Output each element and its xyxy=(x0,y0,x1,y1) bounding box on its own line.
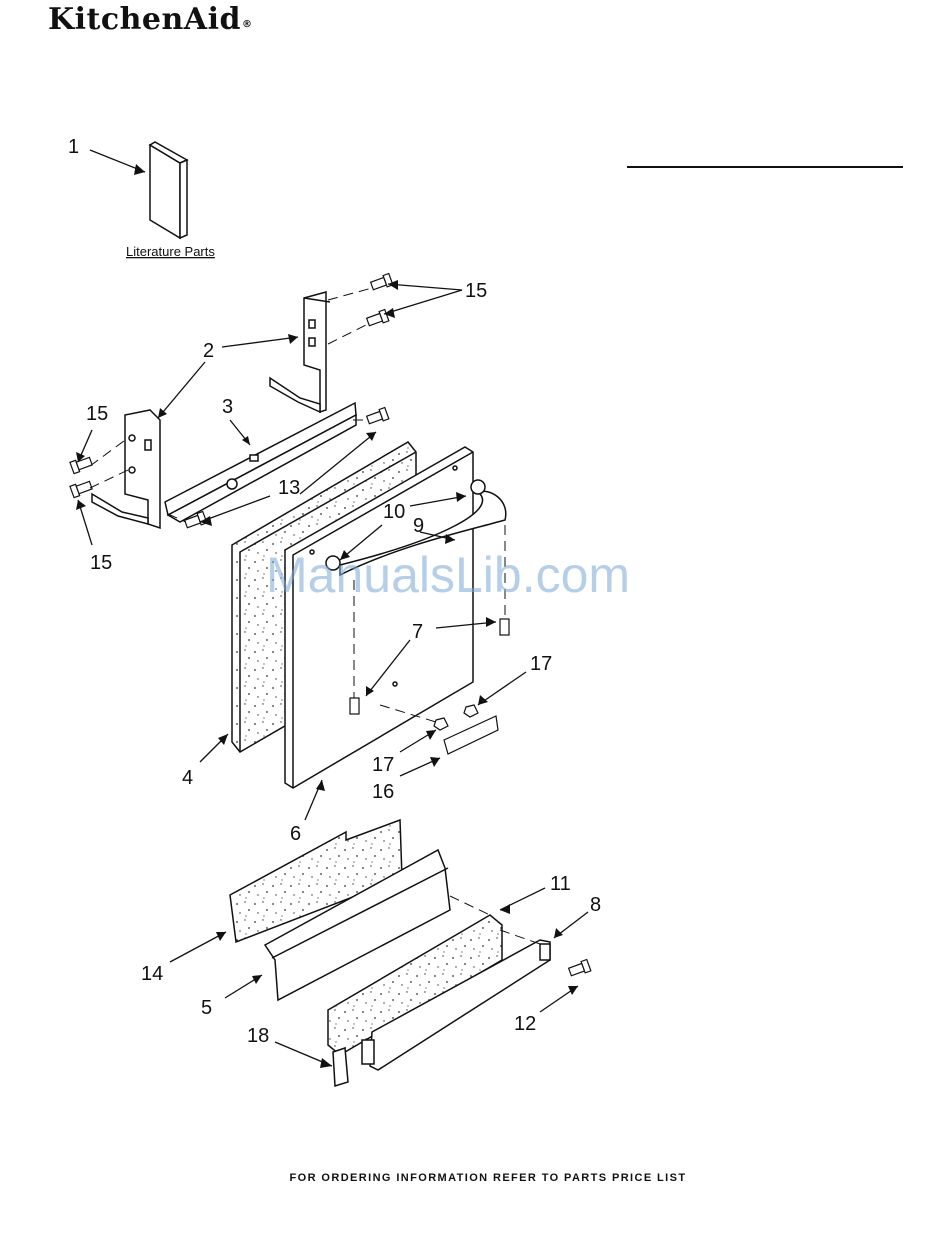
literature-parts-label: Literature Parts xyxy=(126,244,215,259)
callout-12: 12 xyxy=(514,1013,536,1035)
callout-15-left-lower: 15 xyxy=(90,552,112,574)
callout-11: 11 xyxy=(550,873,571,895)
callout-3: 3 xyxy=(222,396,233,418)
callout-2: 2 xyxy=(203,340,214,362)
callout-8: 8 xyxy=(590,894,601,916)
callout-9: 9 xyxy=(413,515,424,537)
callout-7: 7 xyxy=(412,621,423,643)
callout-16: 16 xyxy=(372,781,394,803)
callout-1: 1 xyxy=(68,136,79,158)
left-mounting-bracket xyxy=(92,410,160,528)
callout-10: 10 xyxy=(383,501,405,523)
ordering-footer: FOR ORDERING INFORMATION REFER TO PARTS … xyxy=(0,1172,950,1184)
callout-6: 6 xyxy=(290,823,301,845)
literature-book xyxy=(150,142,187,238)
right-mounting-bracket xyxy=(270,292,330,412)
callout-5: 5 xyxy=(201,997,212,1019)
callout-18: 18 xyxy=(247,1025,269,1047)
callout-15-left-upper: 15 xyxy=(86,403,108,425)
callout-4: 4 xyxy=(182,767,193,789)
callout-15-top: 15 xyxy=(465,280,487,302)
callout-17-left: 17 xyxy=(372,754,394,776)
callout-17-right: 17 xyxy=(530,653,552,675)
callout-13: 13 xyxy=(278,477,300,499)
callout-14: 14 xyxy=(141,963,163,985)
watermark: ManualsLib.com xyxy=(266,547,630,603)
